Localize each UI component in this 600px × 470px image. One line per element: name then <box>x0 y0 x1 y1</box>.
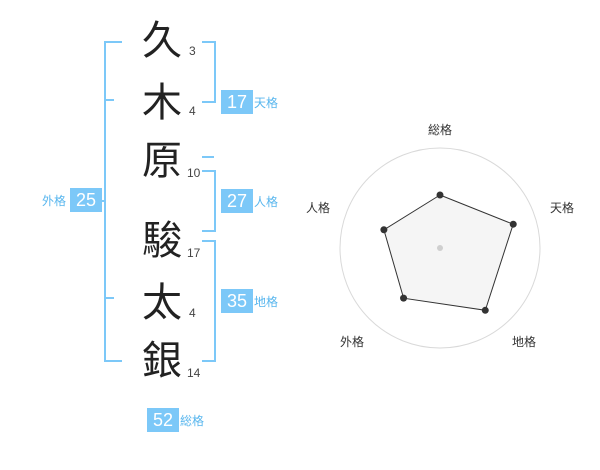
name-char-2: 木 <box>142 80 182 126</box>
tenkaku-label: 天格 <box>254 96 279 110</box>
radar-points <box>380 191 517 314</box>
name-char-6: 銀 <box>142 338 182 384</box>
stroke-count-6: 14 <box>187 366 201 380</box>
jinkaku-label: 人格 <box>254 195 279 209</box>
jinkaku-bracket <box>202 170 216 232</box>
gaikaku-score: 25 <box>70 188 102 212</box>
radar-label-soukaku: 総格 <box>428 122 452 137</box>
tenkaku-bracket <box>202 41 216 103</box>
bracket-tick <box>106 99 114 101</box>
tenkaku-score: 17 <box>221 90 253 114</box>
name-char-1: 久 <box>142 18 182 64</box>
radar-point-2 <box>509 220 517 228</box>
radar-label-chikaku: 地格 <box>512 334 536 349</box>
bracket-tick <box>106 297 114 299</box>
stroke-count-2: 4 <box>189 104 196 118</box>
gaikaku-connector <box>100 200 106 202</box>
jinkaku-score: 27 <box>221 189 253 213</box>
stroke-count-1: 3 <box>189 44 196 58</box>
chikaku-score: 35 <box>221 289 253 313</box>
stroke-count-5: 4 <box>189 306 196 320</box>
name-char-5: 太 <box>142 280 182 326</box>
name-char-4: 駿 <box>142 218 182 264</box>
radar-point-3 <box>481 306 489 314</box>
radar-center-dot <box>437 245 443 251</box>
stroke-count-4: 17 <box>187 246 201 260</box>
radar-point-1 <box>436 191 444 199</box>
radar-point-5 <box>380 226 388 234</box>
name-char-3: 原 <box>142 138 182 184</box>
gaikaku-label: 外格 <box>42 194 67 208</box>
radar-label-jinkaku: 人格 <box>306 200 330 215</box>
bracket-tick <box>202 156 214 158</box>
soukaku-label: 総格 <box>180 414 205 428</box>
radar-label-tenkaku: 天格 <box>550 200 574 215</box>
radar-shape <box>383 194 514 311</box>
soukaku-score: 52 <box>147 408 179 432</box>
stroke-count-3: 10 <box>187 166 201 180</box>
chikaku-label: 地格 <box>254 295 279 309</box>
chikaku-bracket <box>202 240 216 362</box>
radar-label-gaikaku: 外格 <box>340 334 364 349</box>
radar-point-4 <box>400 294 408 302</box>
